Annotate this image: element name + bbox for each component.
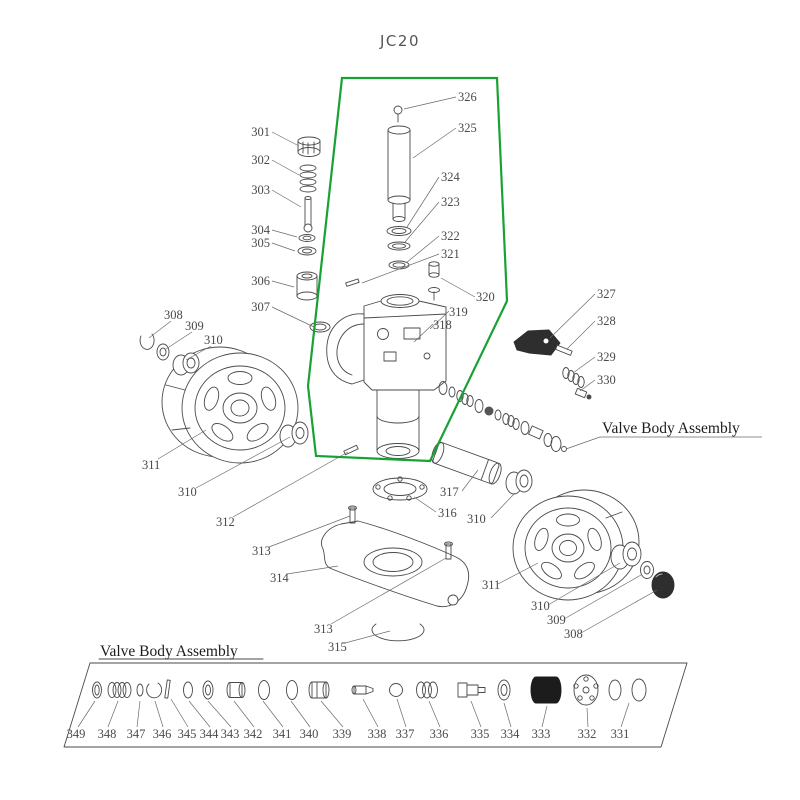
part-label-335: 335 bbox=[471, 727, 490, 741]
valve-parts-chain bbox=[438, 381, 567, 452]
part-label-338: 338 bbox=[368, 727, 387, 741]
right-axle-hardware bbox=[610, 541, 675, 599]
highlight-outline bbox=[306, 76, 509, 463]
part-label-329: 329 bbox=[597, 350, 616, 364]
diagram-title: JC20 bbox=[379, 32, 420, 50]
part-label-342: 342 bbox=[244, 727, 263, 741]
part-label-302: 302 bbox=[251, 153, 270, 167]
left-hub-bushing bbox=[279, 421, 309, 448]
part-label-305: 305 bbox=[251, 236, 270, 250]
left-axle-hardware bbox=[139, 333, 200, 376]
part-label-308-left: 308 bbox=[164, 308, 183, 322]
part-label-340: 340 bbox=[300, 727, 319, 741]
part-label-318: 318 bbox=[433, 318, 452, 332]
part-label-339: 339 bbox=[333, 727, 352, 741]
part-label-320: 320 bbox=[476, 290, 495, 304]
leader-lines bbox=[77, 96, 762, 728]
part-label-308-right: 308 bbox=[564, 627, 583, 641]
part-label-333: 333 bbox=[532, 727, 551, 741]
part-label-304: 304 bbox=[251, 223, 271, 237]
part-label-327: 327 bbox=[597, 287, 616, 301]
part-label-307: 307 bbox=[251, 300, 270, 314]
part-label-315: 315 bbox=[328, 640, 347, 654]
part-label-321: 321 bbox=[441, 247, 460, 261]
part-label-326: 326 bbox=[458, 90, 477, 104]
valve-body-assembly-label-bottom: Valve Body Assembly bbox=[100, 643, 238, 660]
part-label-309-left: 309 bbox=[185, 319, 204, 333]
part-label-313-a: 313 bbox=[252, 544, 271, 558]
part-label-346: 346 bbox=[153, 727, 172, 741]
part-label-316: 316 bbox=[438, 506, 457, 520]
part-label-310-left-a: 310 bbox=[204, 333, 223, 347]
leaders-right bbox=[490, 293, 762, 634]
part-label-328: 328 bbox=[597, 314, 616, 328]
left-parts-column bbox=[296, 136, 331, 333]
part-label-348: 348 bbox=[98, 727, 117, 741]
part-label-314: 314 bbox=[270, 571, 290, 585]
leaders-center bbox=[361, 96, 479, 513]
part-label-306: 306 bbox=[251, 274, 270, 288]
part-label-345: 345 bbox=[178, 727, 197, 741]
part-label-322: 322 bbox=[441, 229, 460, 243]
part-label-323: 323 bbox=[441, 195, 460, 209]
support-bracket-drawing bbox=[321, 505, 470, 642]
part-label-301: 301 bbox=[251, 125, 270, 139]
part-label-341: 341 bbox=[273, 727, 292, 741]
part-label-313-b: 313 bbox=[314, 622, 333, 636]
part-label-324: 324 bbox=[441, 170, 461, 184]
leaders-left-wheel bbox=[148, 320, 447, 644]
part-label-343: 343 bbox=[221, 727, 240, 741]
part-label-309-right: 309 bbox=[547, 613, 566, 627]
part-label-349: 349 bbox=[67, 727, 86, 741]
part-label-310-right-a: 310 bbox=[467, 512, 486, 526]
part-label-303: 303 bbox=[251, 183, 270, 197]
part-label-312: 312 bbox=[216, 515, 235, 529]
part-label-319: 319 bbox=[449, 305, 468, 319]
part-label-317: 317 bbox=[440, 485, 459, 499]
pump-assembly-drawing bbox=[326, 105, 447, 459]
valve-body-assembly-label-right: Valve Body Assembly bbox=[602, 420, 740, 437]
labels: JC20 301 302 303 304 305 306 307 308 309… bbox=[67, 32, 740, 741]
part-label-344: 344 bbox=[200, 727, 220, 741]
release-handle-drawing bbox=[513, 329, 592, 400]
part-label-311-right: 311 bbox=[482, 578, 500, 592]
part-label-330: 330 bbox=[597, 373, 616, 387]
part-label-336: 336 bbox=[430, 727, 449, 741]
axle-and-bearing-drawing bbox=[372, 441, 533, 501]
part-label-332: 332 bbox=[578, 727, 597, 741]
part-label-334: 334 bbox=[501, 727, 521, 741]
part-label-311-left: 311 bbox=[142, 458, 160, 472]
valve-body-parts-row bbox=[92, 674, 647, 706]
part-label-331: 331 bbox=[611, 727, 630, 741]
leaders-left-column bbox=[271, 131, 315, 328]
part-label-325: 325 bbox=[458, 121, 477, 135]
left-wheel-drawing bbox=[161, 346, 299, 464]
part-label-347: 347 bbox=[127, 727, 146, 741]
part-label-310-right-b: 310 bbox=[531, 599, 550, 613]
part-label-310-left-b: 310 bbox=[178, 485, 197, 499]
part-label-337: 337 bbox=[396, 727, 415, 741]
leaders-bottom bbox=[77, 698, 630, 728]
valve-body-assembly-box bbox=[63, 658, 688, 748]
